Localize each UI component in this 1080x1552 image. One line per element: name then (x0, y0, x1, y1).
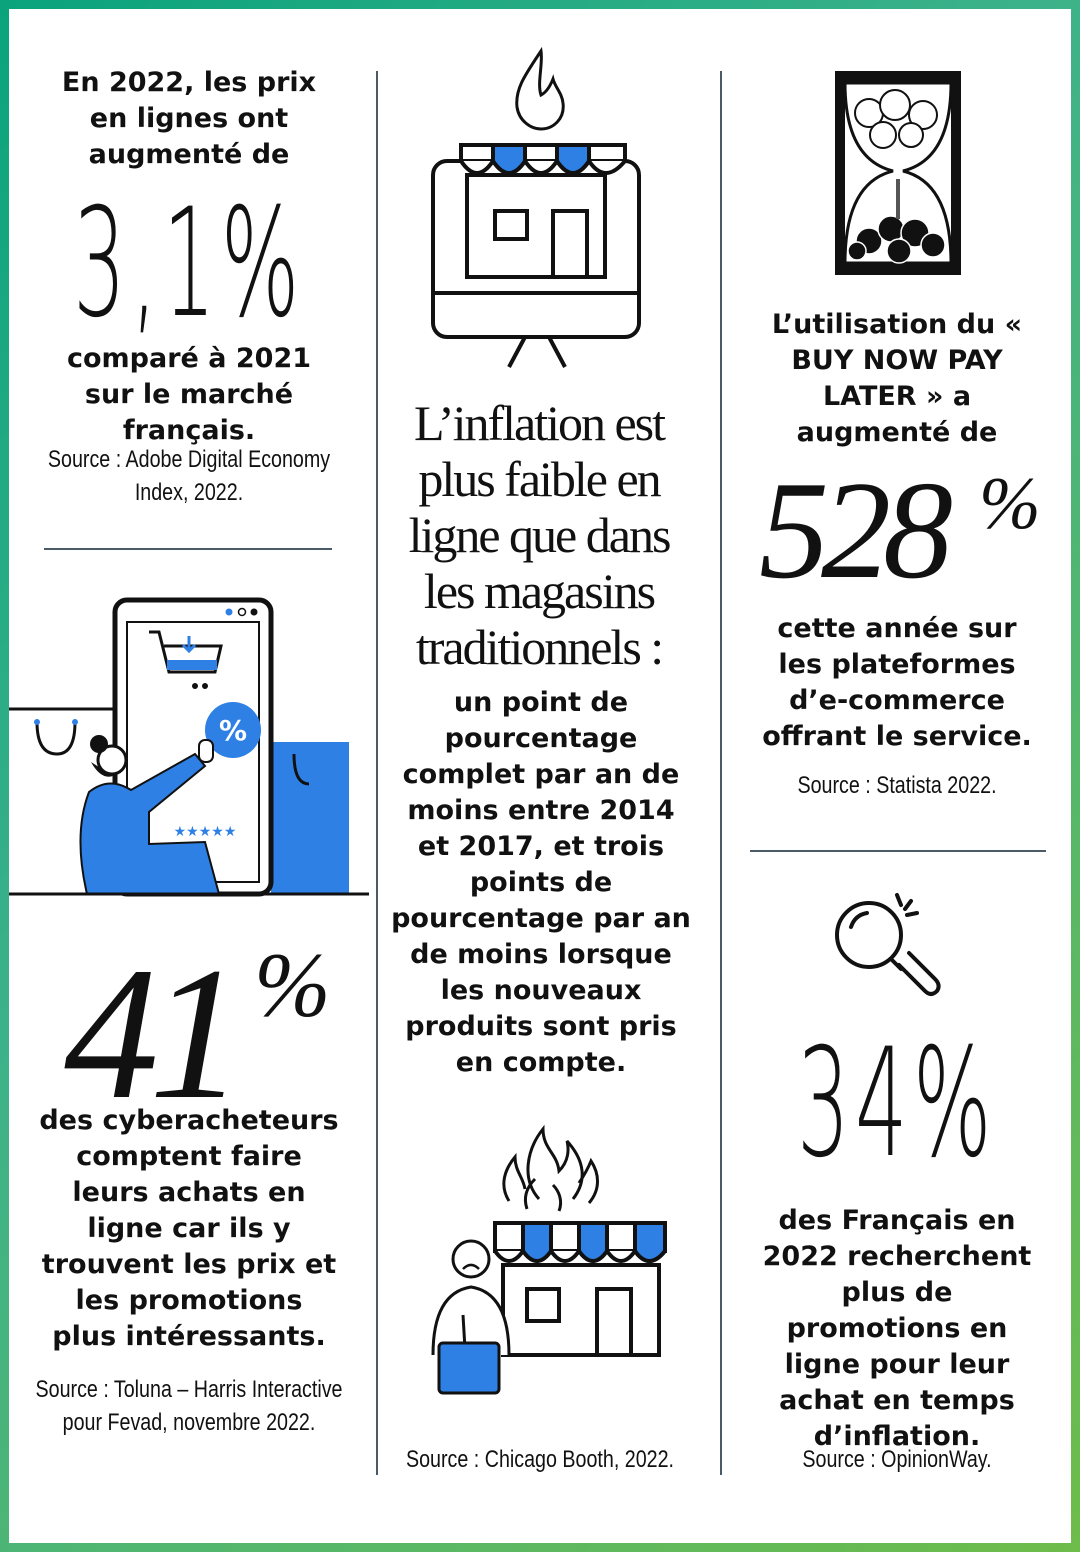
magnifier-icon (835, 893, 941, 996)
infographic-frame: En 2022, les prix en lignes ont augmenté… (9, 9, 1071, 1543)
bnpl-intro-text: L’utilisation du « BUY NOW PAY LATER » a… (771, 309, 1023, 448)
stat-528-number: 528 (759, 453, 953, 608)
burning-store-icon (493, 1221, 667, 1357)
source-opinionway: Source : OpinionWay. (802, 1446, 992, 1473)
stat-41-text: des cyberacheteurs comptent faire leurs … (39, 1105, 339, 1352)
stat-intro-text: En 2022, les prix en lignes ont augmenté… (61, 67, 317, 170)
flame-icon (502, 1124, 599, 1212)
svg-text:★★★★★: ★★★★★ (174, 824, 237, 840)
headline-inflation: L’inflation est plus faible en ligne que… (408, 395, 672, 675)
source-adobe: Source : Adobe Digital Economy Index, 20… (47, 446, 331, 506)
stat-41-number: 41 (64, 929, 244, 1139)
source-statista: Source : Statista 2022. (797, 772, 997, 799)
stat-online-price-increase: 3,1% (73, 177, 305, 351)
section-rule-left (44, 548, 332, 550)
column-divider-right (720, 71, 722, 1475)
column-divider-left (376, 71, 378, 1475)
phone-cart-illustration: % ★★★★★ (9, 597, 369, 897)
flame-icon (515, 46, 565, 131)
bnpl-outro-text: cette année sur les plateformes d’e-comm… (762, 613, 1032, 752)
stat-outro-text: comparé à 2021 sur le marché français. (66, 343, 312, 446)
hourglass-coins-icon (835, 71, 961, 275)
source-toluna: Source : Toluna – Harris Interactive pou… (35, 1376, 343, 1436)
cart-icon (149, 630, 223, 689)
stat-34-text: des Français en 2022 recherchent plus de… (762, 1205, 1032, 1452)
stat-34-percent: 34% (797, 1017, 997, 1191)
stat-41-percent: % (254, 934, 331, 1036)
magnifier-illustration (835, 893, 941, 996)
online-store-illustration (431, 46, 641, 368)
svg-text:%: % (219, 714, 247, 747)
inflation-details-text: un point de pourcentage complet par an d… (391, 687, 691, 1078)
section-rule-right (750, 850, 1046, 852)
shopper-woman-icon (79, 735, 221, 895)
stat-528-percent: % (979, 463, 1041, 545)
source-chicago-booth: Source : Chicago Booth, 2022. (405, 1446, 675, 1473)
shop-monitor-icon (431, 143, 641, 368)
burning-store-illustration (431, 1124, 667, 1395)
hourglass-coins-illustration (835, 71, 961, 275)
sad-shopper-icon (431, 1239, 511, 1395)
